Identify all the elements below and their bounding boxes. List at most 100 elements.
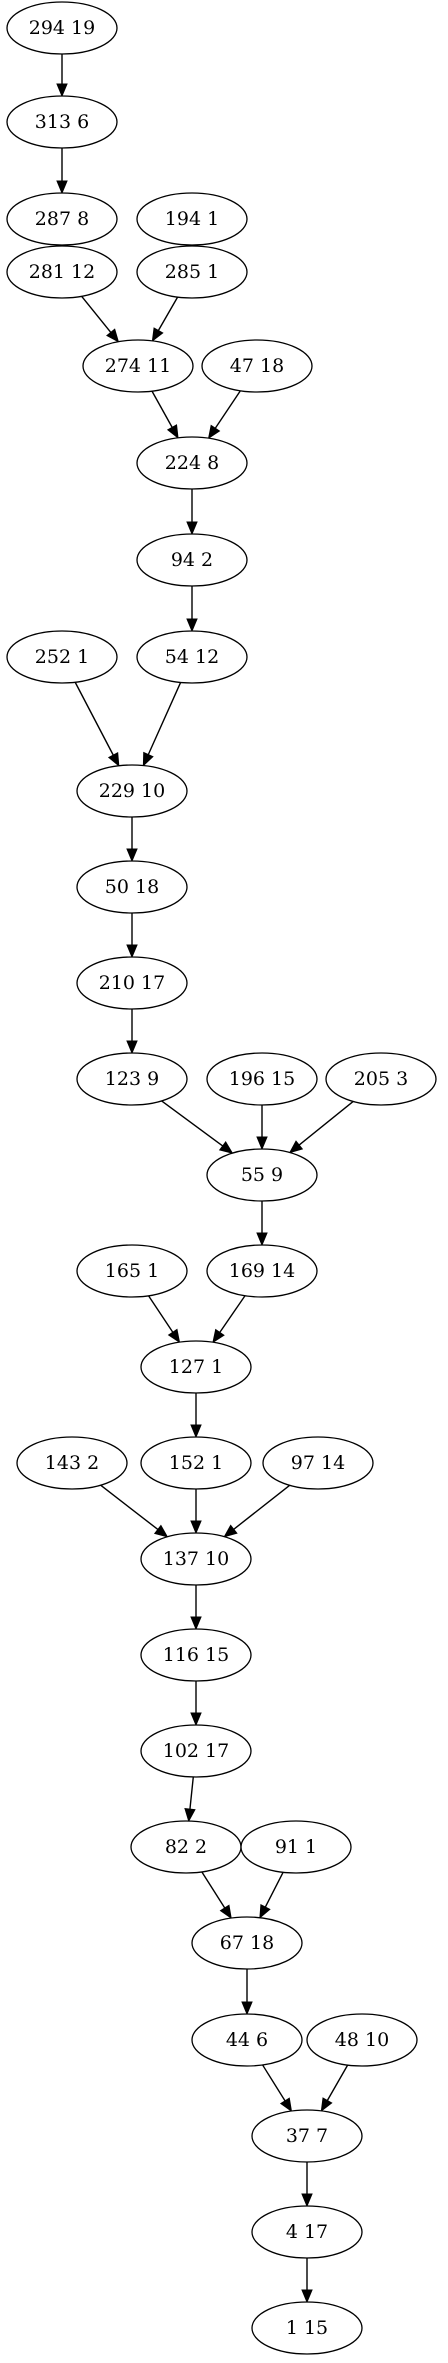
node-91: 91 1 xyxy=(240,1820,352,1874)
arrowhead xyxy=(184,1808,196,1823)
edge-94-to-54 xyxy=(186,586,198,633)
node-label: 196 15 xyxy=(229,1068,295,1090)
edge-line xyxy=(219,1295,246,1333)
node-210: 210 17 xyxy=(76,956,188,1010)
arrowhead xyxy=(126,944,138,959)
node-ellipse xyxy=(16,1436,128,1490)
edge-196-to-55 xyxy=(256,1105,268,1151)
node-ellipse xyxy=(251,2205,363,2259)
arrowhead xyxy=(259,1903,271,1919)
edge-layer xyxy=(56,54,354,2304)
node-label: 287 8 xyxy=(35,208,89,230)
node-ellipse xyxy=(6,192,118,246)
edge-line xyxy=(81,295,112,333)
node-196: 196 15 xyxy=(206,1052,318,1106)
edge-line xyxy=(74,681,114,756)
node-label: 44 6 xyxy=(226,2029,268,2051)
edge-137-to-116 xyxy=(190,1585,202,1631)
node-ellipse xyxy=(240,1820,352,1874)
node-label: 210 17 xyxy=(99,972,165,994)
node-123: 123 9 xyxy=(76,1052,188,1106)
edge-91-to-67 xyxy=(259,1871,284,1919)
node-ellipse xyxy=(76,860,188,914)
node-ellipse xyxy=(325,1052,437,1106)
arrowhead xyxy=(151,327,164,343)
edge-285-to-274 xyxy=(151,296,179,343)
node-ellipse xyxy=(6,630,118,684)
edge-143-to-137 xyxy=(100,1484,169,1538)
node-137: 137 10 xyxy=(140,1532,252,1586)
arrowhead xyxy=(106,328,120,343)
node-label: 47 18 xyxy=(230,355,284,377)
node-274: 274 11 xyxy=(82,339,194,393)
node-102: 102 17 xyxy=(140,1724,252,1778)
node-label: 94 2 xyxy=(171,549,213,571)
edge-116-to-102 xyxy=(190,1681,202,1727)
node-50: 50 18 xyxy=(76,860,188,914)
edge-54-to-229 xyxy=(142,682,182,767)
node-label: 205 3 xyxy=(354,1068,408,1090)
node-ellipse xyxy=(82,339,194,393)
arrowhead xyxy=(142,751,154,767)
arrowhead xyxy=(186,618,198,633)
node-ellipse xyxy=(136,436,248,490)
node-152: 152 1 xyxy=(140,1436,252,1490)
node-37: 37 7 xyxy=(251,2109,363,2163)
node-67: 67 18 xyxy=(191,1916,303,1970)
node-label: 294 19 xyxy=(29,17,95,39)
node-ellipse xyxy=(206,1148,318,1202)
arrowhead xyxy=(279,2097,293,2113)
arrowhead xyxy=(56,180,68,195)
arrowhead xyxy=(126,848,138,863)
node-ellipse xyxy=(136,533,248,587)
edge-281-to-274 xyxy=(81,295,120,343)
node-ellipse xyxy=(191,1916,303,1970)
edge-line xyxy=(189,1776,194,1810)
node-label: 4 17 xyxy=(286,2221,328,2243)
node-label: 82 2 xyxy=(165,1836,207,1858)
arrowhead xyxy=(256,1232,268,1247)
edge-165-to-127 xyxy=(147,1295,181,1344)
node-252: 252 1 xyxy=(6,630,118,684)
node-ellipse xyxy=(140,1436,252,1490)
node-label: 152 1 xyxy=(169,1452,223,1474)
node-47: 47 18 xyxy=(201,339,313,393)
node-127: 127 1 xyxy=(140,1340,252,1394)
node-ellipse xyxy=(140,1532,252,1586)
edge-224-to-94 xyxy=(186,489,198,536)
edge-line xyxy=(326,2064,349,2101)
node-194: 194 1 xyxy=(136,192,248,246)
edge-229-to-50 xyxy=(126,817,138,863)
node-205: 205 3 xyxy=(325,1052,437,1106)
node-ellipse xyxy=(191,2013,303,2067)
edge-line xyxy=(147,682,182,755)
edge-169-to-127 xyxy=(212,1295,246,1344)
node-label: 169 14 xyxy=(229,1260,295,1282)
node-ellipse xyxy=(201,339,313,393)
edge-line xyxy=(157,296,179,331)
edge-44-to-37 xyxy=(261,2064,293,2113)
edge-205-to-55 xyxy=(288,1100,354,1154)
node-label: 97 14 xyxy=(291,1452,345,1474)
node-ellipse xyxy=(76,764,188,818)
node-ellipse xyxy=(136,192,248,246)
node-48: 48 10 xyxy=(306,2013,418,2067)
node-ellipse xyxy=(140,1628,252,1682)
edge-47-to-224 xyxy=(207,390,241,440)
node-1: 1 15 xyxy=(251,2301,363,2355)
node-label: 143 2 xyxy=(45,1452,99,1474)
node-ellipse xyxy=(76,1244,188,1298)
edge-4-to-1 xyxy=(301,2258,313,2304)
arrowhead xyxy=(190,1424,202,1439)
arrowhead xyxy=(320,2097,333,2113)
arrowhead xyxy=(256,1136,268,1151)
node-169: 169 14 xyxy=(206,1244,318,1298)
node-ellipse xyxy=(251,2301,363,2355)
arrowhead xyxy=(219,1904,232,1920)
arrowhead xyxy=(190,1712,202,1727)
edge-102-to-82 xyxy=(184,1776,196,1823)
edge-152-to-137 xyxy=(190,1489,202,1535)
node-label: 285 1 xyxy=(165,261,219,283)
arrowhead xyxy=(166,424,179,439)
